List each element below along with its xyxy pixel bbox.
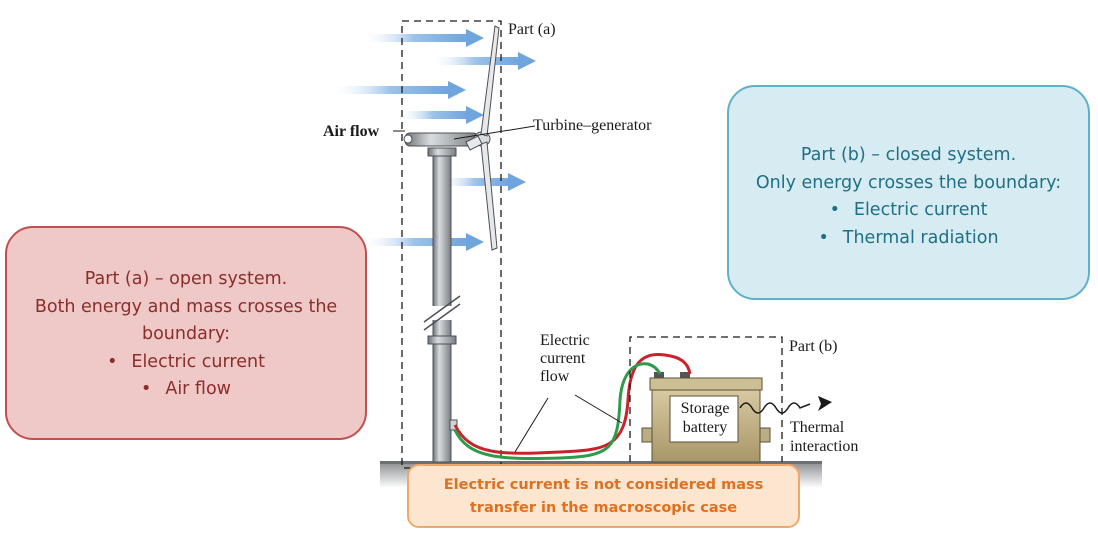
boundary-part-b: [629, 336, 783, 462]
label-line: battery: [682, 419, 728, 436]
air-arrow: [360, 233, 484, 251]
label-line: Storage: [680, 400, 730, 417]
boundary-part-a: [401, 20, 502, 469]
leader-turbine: [453, 125, 536, 140]
thermal-arrowhead: [818, 396, 832, 411]
air-arrow: [430, 52, 536, 70]
label-part-b: Part (b): [789, 338, 838, 355]
air-arrow: [440, 173, 526, 191]
red-wire: [453, 352, 692, 455]
label-line: current: [540, 350, 586, 367]
callout-line: Part (a) – open system.: [84, 269, 288, 289]
label-part-a: Part (a): [508, 21, 556, 38]
leader-current-flow-2: [514, 397, 549, 453]
mass-transfer-note: Electric current is not considered mass …: [407, 464, 800, 528]
label-line: flow: [540, 368, 570, 385]
label-line: Electric: [540, 332, 590, 349]
label-air-flow: Air flow: [323, 123, 380, 140]
callout-line: Both energy and mass crosses the: [34, 296, 338, 317]
leader-current-flow: [574, 394, 623, 424]
label-line: interaction: [790, 438, 859, 455]
label-electric-current-flow: Electric current flow: [540, 332, 590, 386]
bullet-item: •Thermal radiation: [818, 227, 999, 248]
callout-line: boundary:: [141, 324, 230, 344]
bullet-text: Electric current: [853, 200, 988, 220]
bullet-item: •Electric current: [107, 351, 265, 372]
turbine-tower: [423, 147, 461, 463]
bullet-text: Electric current: [131, 351, 265, 372]
storage-battery: [641, 372, 771, 463]
label-thermal-interaction: Thermal interaction: [790, 418, 858, 456]
callout-line: Part (b) – closed system.: [800, 145, 1017, 165]
label-turbine-generator: Turbine–generator: [533, 117, 652, 134]
thermal-squiggle: [739, 402, 811, 414]
air-flow-arrows: [330, 29, 536, 251]
air-arrow: [360, 29, 484, 47]
note-line: Electric current is not considered mass: [443, 477, 764, 493]
callout-bullets: •Electric current •Thermal radiation: [729, 197, 1088, 252]
callout-bullets: •Electric current •Air flow: [7, 349, 365, 404]
green-wire: [453, 362, 662, 461]
air-arrow: [398, 106, 484, 124]
bullet-item: •Electric current: [829, 200, 988, 220]
label-storage-battery: Storage battery: [672, 399, 738, 437]
bullet-item: •Air flow: [141, 379, 231, 399]
open-system-callout: Part (a) – open system. Both energy and …: [5, 226, 367, 440]
label-line: Thermal: [790, 419, 845, 436]
closed-system-callout: Part (b) – closed system. Only energy cr…: [727, 85, 1090, 300]
note-line: transfer in the macroscopic case: [469, 500, 738, 516]
air-arrow: [330, 81, 466, 99]
turbine-generator: [403, 25, 500, 251]
callout-line: Only energy crosses the boundary:: [755, 172, 1062, 193]
bullet-text: Thermal radiation: [842, 227, 999, 248]
ground-line: [380, 461, 822, 464]
bullet-text: Air flow: [165, 379, 231, 399]
